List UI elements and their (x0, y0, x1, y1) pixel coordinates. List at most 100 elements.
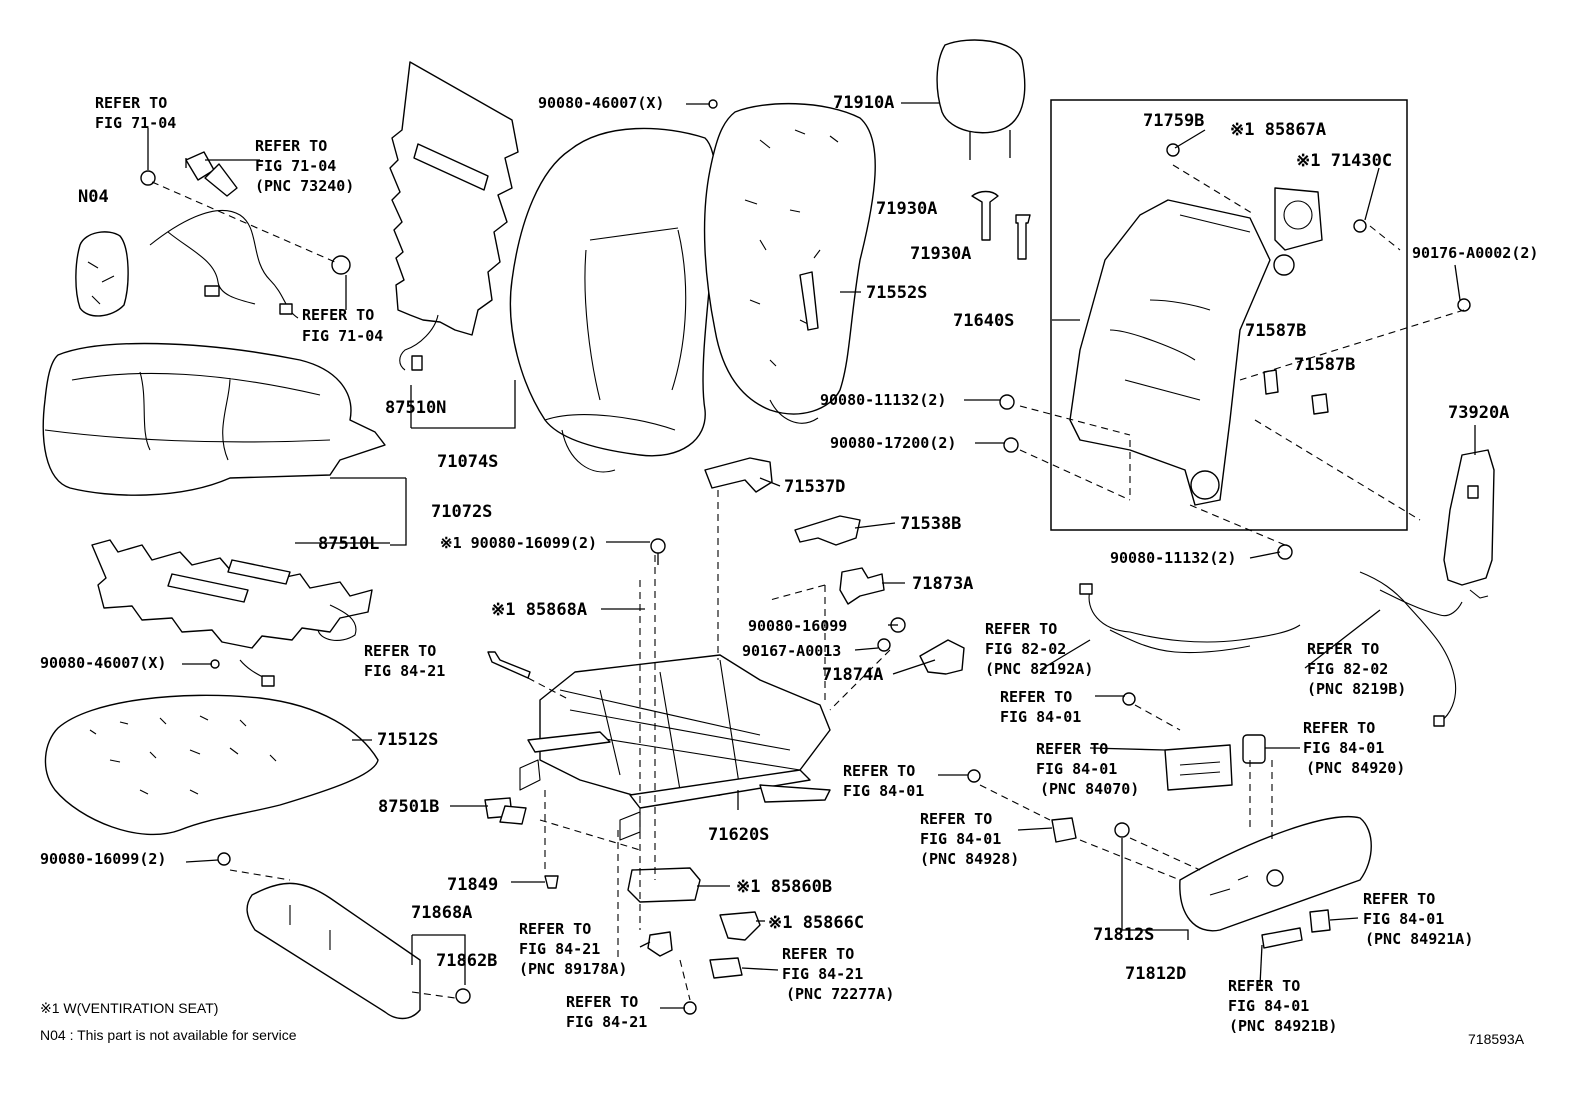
seat-back-pad-part (703, 102, 876, 424)
label-refer-to: REFER TO (364, 642, 436, 660)
label-part-number: 90080-46007(X) (40, 654, 166, 672)
label-part-number: 71812D (1125, 964, 1186, 984)
seat-adjuster-part (519, 654, 831, 841)
label-refer-to: REFER TO (1000, 688, 1072, 706)
label-part-number: 71849 (447, 875, 498, 895)
label-refer-to: REFER TO (1363, 890, 1435, 908)
label-fig-ref: FIG 84-01 (1000, 708, 1081, 726)
headrest-part (936, 39, 1026, 160)
label-fig-ref: FIG 84-21 (566, 1013, 647, 1031)
label-refer-to: REFER TO (1036, 740, 1108, 758)
bracket-parts (704, 457, 965, 675)
label-refer-to: REFER TO (985, 620, 1057, 638)
headrest-support-part (971, 190, 1031, 260)
label-part-number: ※1 71430C (1296, 151, 1392, 171)
label-fig-ref: FIG 84-01 (1303, 739, 1384, 757)
label-fig-ref: FIG 84-01 (1228, 997, 1309, 1015)
label-part-number: 90167-A0013 (742, 642, 841, 660)
footnote-n04: N04 : This part is not available for ser… (40, 1027, 297, 1043)
label-fig-ref: FIG 71-04 (95, 114, 176, 132)
label-part-number: 71552S (866, 283, 927, 303)
label-part-number: 71868A (411, 903, 472, 923)
connector-part (484, 797, 527, 825)
label-part-number: ※1 85866C (768, 913, 864, 933)
label-part-number: 71620S (708, 825, 769, 845)
label-refer-to: REFER TO (920, 810, 992, 828)
label-refer-to: REFER TO (95, 94, 167, 112)
label-fig-ref: FIG 71-04 (255, 157, 336, 175)
label-refer-to: REFER TO (1307, 640, 1379, 658)
label-refer-to: REFER TO (1228, 977, 1300, 995)
seatback-frame-part (1050, 99, 1408, 531)
label-pnc-ref: (PNC 72277A) (786, 985, 894, 1003)
label-part-number: 71873A (912, 574, 973, 594)
label-fig-ref: FIG 71-04 (302, 327, 383, 345)
seat-belt-buckle-part (140, 151, 351, 319)
switch-parts (1051, 734, 1372, 949)
label-fig-ref: FIG 84-01 (1363, 910, 1444, 928)
label-fig-ref: FIG 84-21 (364, 662, 445, 680)
bottom-cover-part (246, 882, 471, 1020)
label-part-number: ※1 85860B (736, 877, 832, 897)
label-part-number: 71930A (910, 244, 971, 264)
label-part-number: 90080-46007(X) (538, 94, 664, 112)
label-part-number: 90080-17200(2) (830, 434, 956, 452)
seat-cushion-part (42, 342, 386, 496)
label-refer-to: REFER TO (1303, 719, 1375, 737)
leader-lines (147, 102, 1476, 1009)
label-part-number: 90080-16099(2) (40, 850, 166, 868)
label-fig-ref: FIG 82-02 (985, 640, 1066, 658)
n04-cover-part (75, 231, 129, 317)
label-part-number: 73920A (1448, 403, 1509, 423)
heater-mat-part (91, 539, 373, 687)
footnotes: ※1 W(VENTIRATION SEAT) N04 : This part i… (40, 1000, 297, 1043)
label-pnc-ref: (PNC 89178A) (519, 960, 627, 978)
label-part-number: ※1 85867A (1230, 120, 1326, 140)
ventilation-parts (627, 867, 761, 979)
label-part-number: 71537D (784, 477, 845, 497)
label-refer-to: REFER TO (843, 762, 915, 780)
label-pnc-ref: (PNC 82192A) (985, 660, 1093, 678)
footnote-ventilation: ※1 W(VENTIRATION SEAT) (40, 1000, 218, 1016)
seat-back-board-part (389, 61, 519, 371)
label-fig-ref: FIG 84-01 (843, 782, 924, 800)
label-part-number: 71587B (1245, 321, 1306, 341)
label-n04: N04 (78, 187, 109, 207)
label-fig-ref: FIG 84-01 (920, 830, 1001, 848)
label-part-number: 87501B (378, 797, 439, 817)
label-part-number: 87510N (385, 398, 446, 418)
label-part-number: 71930A (876, 199, 937, 219)
label-part-number: 71538B (900, 514, 961, 534)
reference-dashed-lines (229, 164, 1465, 1001)
label-part-number: ※1 85868A (491, 600, 587, 620)
label-refer-to: REFER TO (302, 306, 374, 324)
label-part-number: 71074S (437, 452, 498, 472)
label-part-number: 71862B (436, 951, 497, 971)
label-part-number: 71812S (1093, 925, 1154, 945)
label-part-number: 90080-16099 (748, 617, 847, 635)
label-part-number: 71587B (1294, 355, 1355, 375)
label-fig-ref: FIG 84-21 (519, 940, 600, 958)
label-part-number: 90080-11132(2) (820, 391, 946, 409)
label-pnc-ref: (PNC 8219B) (1307, 680, 1406, 698)
label-pnc-ref: (PNC 84921B) (1229, 1017, 1337, 1035)
part-labels: REFER TO FIG 71-04 REFER TO FIG 71-04 (P… (40, 93, 1538, 1035)
label-pnc-ref: (PNC 84921A) (1365, 930, 1473, 948)
label-part-number: 71072S (431, 502, 492, 522)
label-part-number: 71512S (377, 730, 438, 750)
drawing-id: 718593A (1468, 1031, 1525, 1047)
label-part-number: 71874A (822, 665, 883, 685)
label-part-number: 71640S (953, 311, 1014, 331)
label-part-number: 87510L (318, 534, 379, 554)
label-pnc-ref: (PNC 84070) (1040, 780, 1139, 798)
label-refer-to: REFER TO (566, 993, 638, 1011)
side-cover-part (1443, 449, 1495, 599)
label-part-number: 90080-11132(2) (1110, 549, 1236, 567)
label-fig-ref: FIG 84-01 (1036, 760, 1117, 778)
label-refer-to: REFER TO (519, 920, 591, 938)
wire-harness-parts (1079, 571, 1463, 727)
label-part-number: ※1 90080-16099(2) (440, 534, 597, 552)
label-part-number: 90176-A0002(2) (1412, 244, 1538, 262)
